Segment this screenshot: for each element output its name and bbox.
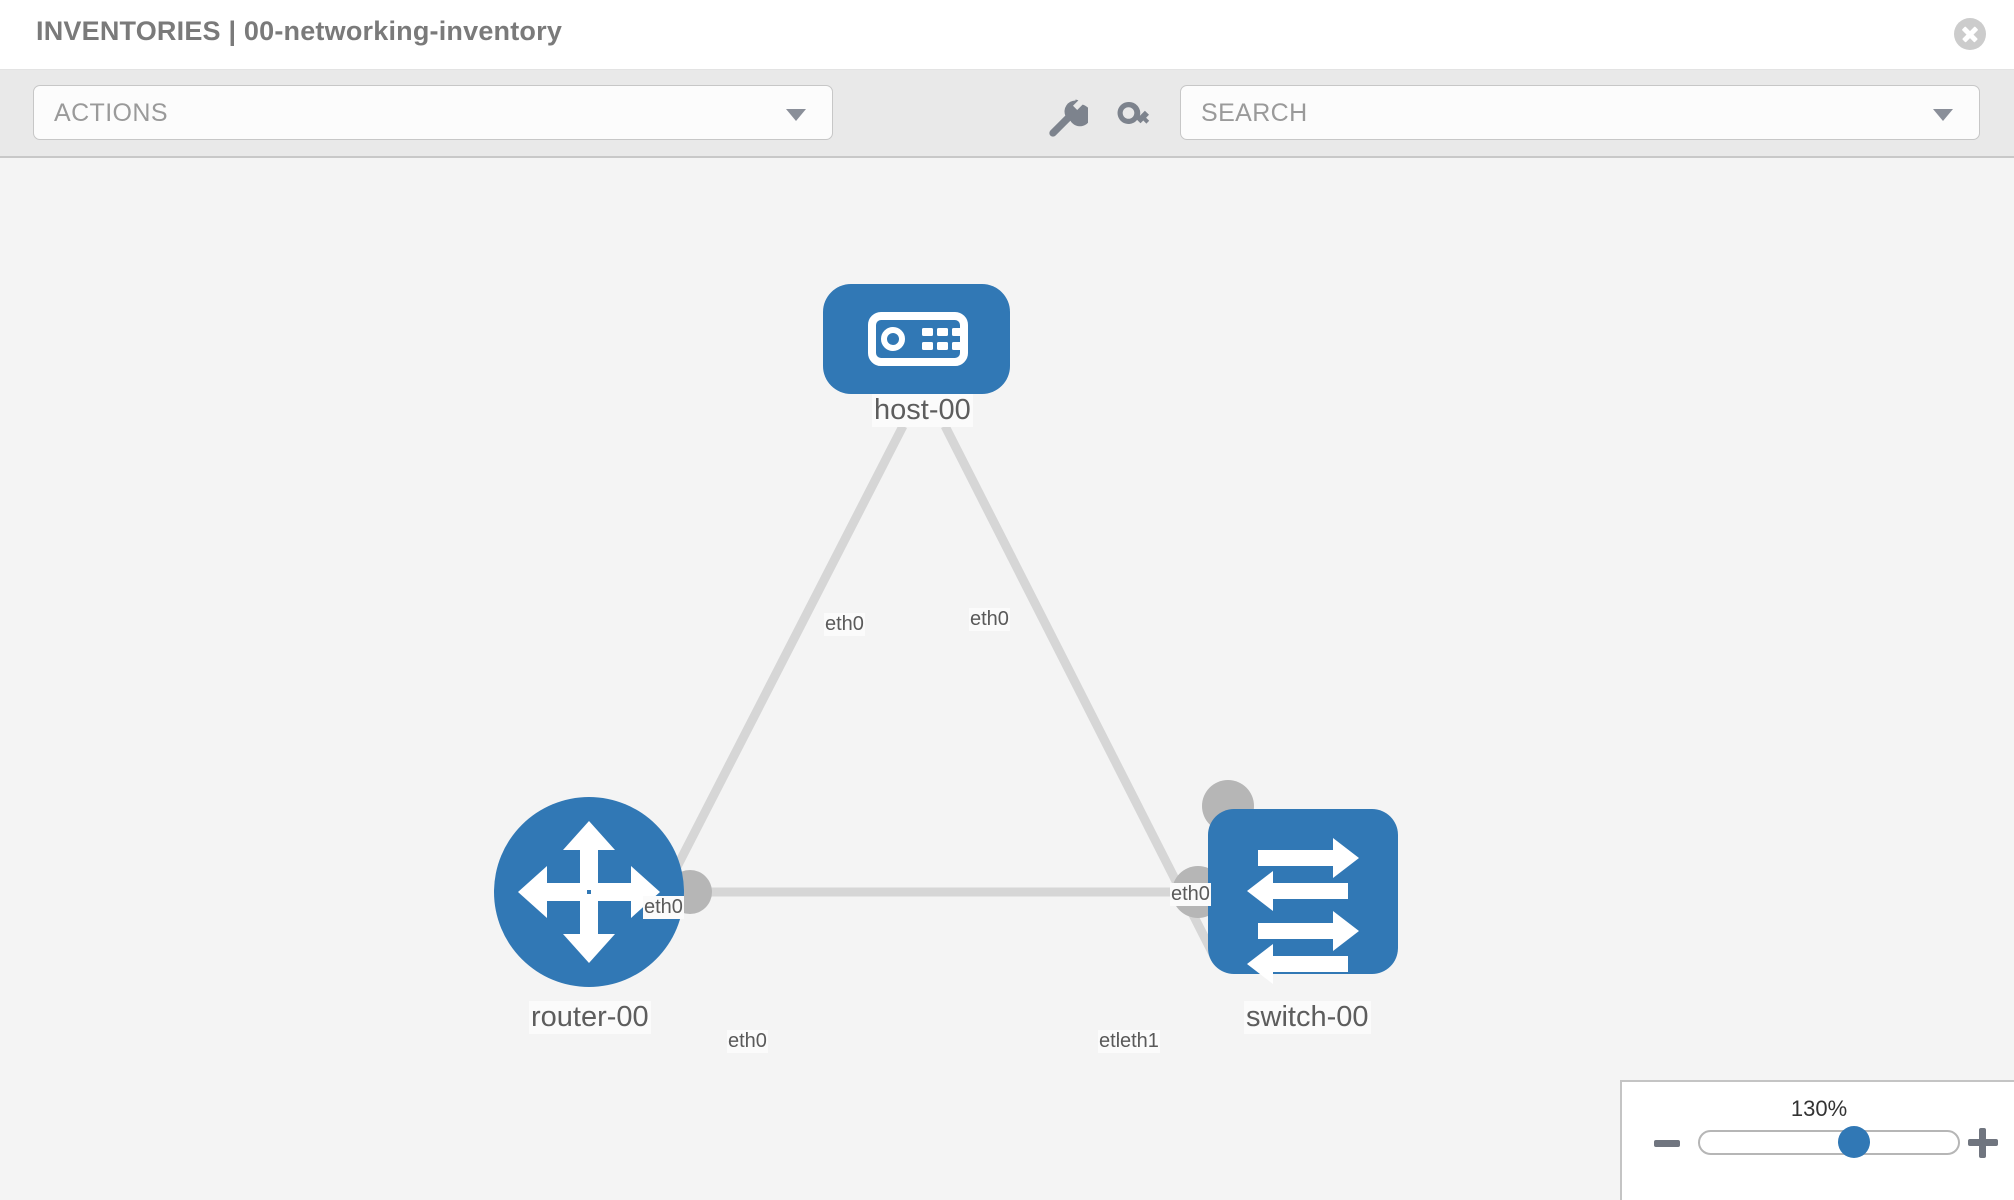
zoom-slider-thumb[interactable] [1838, 1126, 1870, 1158]
iface-label-router-north: eth0 [643, 896, 684, 919]
chevron-down-icon [786, 109, 806, 121]
iface-label-switch-north: eth0 [1170, 883, 1211, 906]
node-label-router-00[interactable]: router-00 [529, 1001, 651, 1034]
chevron-down-icon[interactable] [1933, 109, 1953, 121]
switch-arrows-icon [1247, 838, 1359, 984]
zoom-slider-track[interactable] [1698, 1130, 1960, 1155]
plus-icon[interactable] [1968, 1128, 1998, 1158]
minus-icon[interactable] [1654, 1140, 1680, 1147]
search-input-placeholder: SEARCH [1201, 99, 1308, 127]
iface-label-host-right: eth0 [969, 608, 1010, 631]
iface-label-router-east: eth0 [727, 1030, 768, 1053]
page-header: INVENTORIES | 00-networking-inventory [0, 0, 2014, 70]
node-router-00 [494, 797, 684, 987]
topology-graph [494, 284, 1398, 987]
toolbar: ACTIONS SEARCH [0, 70, 2014, 158]
key-icon[interactable] [1112, 96, 1156, 140]
node-switch-00 [1208, 809, 1398, 984]
actions-dropdown-label: ACTIONS [54, 99, 168, 127]
node-host-00 [823, 284, 1010, 394]
iface-label-switch-west-eth1: eth1 [1119, 1030, 1160, 1053]
search-input[interactable]: SEARCH [1180, 85, 1980, 140]
wrench-icon[interactable] [1044, 96, 1091, 140]
node-label-switch-00[interactable]: switch-00 [1244, 1001, 1371, 1034]
zoom-control-panel: 130% [1620, 1080, 2014, 1200]
node-label-host-00[interactable]: host-00 [872, 394, 973, 427]
actions-dropdown[interactable]: ACTIONS [33, 85, 833, 140]
zoom-level-label: 130% [1790, 1096, 1848, 1121]
router-arrows-icon [518, 821, 660, 963]
iface-label-host-left: eth0 [824, 613, 865, 636]
close-icon[interactable] [1954, 18, 1986, 50]
server-icon [868, 312, 968, 366]
page-title: INVENTORIES | 00-networking-inventory [36, 16, 563, 46]
topology-canvas[interactable]: host-00 router-00 switch-00 eth0 eth0 et… [0, 158, 2014, 1200]
link-host-switch [940, 423, 1220, 961]
